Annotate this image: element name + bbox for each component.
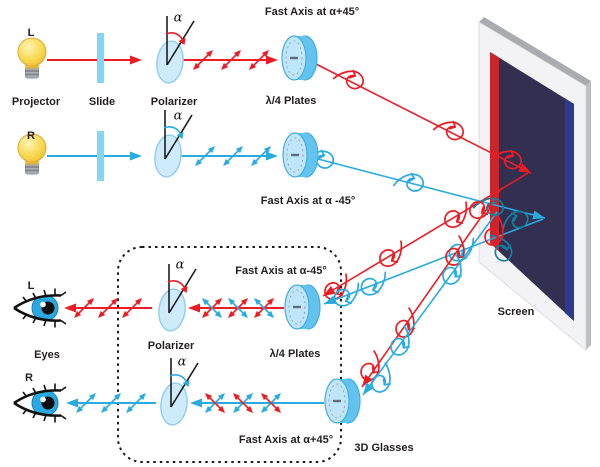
- quarter-wave-plate-left-icon: [280, 34, 319, 82]
- glasses-label: 3D Glasses: [354, 442, 414, 454]
- slide-right: [97, 131, 104, 181]
- reflected-blue-ray-lower: [359, 211, 498, 398]
- screen-label: Screen: [497, 306, 535, 318]
- polarizer-right-icon: [151, 109, 193, 180]
- ray-left-to-screen: [311, 61, 534, 177]
- projector-row-left: [17, 15, 319, 86]
- alpha-label-1: α: [173, 10, 183, 26]
- screen-blue-stripe: [565, 98, 574, 321]
- reflected-red-ray-upper: [320, 172, 529, 304]
- projector-label: Projector: [11, 96, 61, 108]
- glasses-polarizer-label: Polarizer: [147, 340, 195, 352]
- eye-left-label: L: [27, 280, 35, 292]
- screen-red-stripe: [490, 52, 499, 251]
- glasses-plate-right-icon: [323, 377, 362, 425]
- fast-axis-minus-label: Fast Axis at α -45°: [260, 195, 356, 207]
- eye-right-label: R: [25, 372, 33, 384]
- glasses-fast-axis-bottom-label: Fast Axis at α+45°: [238, 434, 334, 446]
- crossed-polarization-ticks-top: [201, 297, 275, 319]
- ray-right-to-screen: [302, 145, 547, 223]
- reflected-blue-ray-upper: [322, 218, 544, 310]
- polarizer-label: Polarizer: [150, 96, 198, 108]
- glasses-plate-left-icon: [283, 283, 322, 331]
- glasses-row-left: [14, 263, 322, 334]
- glasses-polarizer-left-icon: [155, 263, 197, 334]
- alpha-label-2: α: [173, 108, 183, 124]
- quarter-wave-plate-right-icon: [281, 131, 320, 179]
- polarizer-left-icon: [153, 15, 195, 86]
- slide-label: Slide: [88, 96, 116, 108]
- right-eye-icon: [14, 384, 66, 423]
- quarter-wave-plates-label: λ/4 Plates: [265, 95, 317, 107]
- eyes-label: Eyes: [34, 349, 60, 361]
- projector-left-bulb-icon: [17, 37, 47, 79]
- glasses-plates-label: λ/4 Plates: [269, 348, 321, 360]
- glasses-row-right: [14, 357, 362, 428]
- left-eye-icon: [14, 289, 66, 328]
- alpha-label-4: α: [177, 354, 187, 370]
- slide-left: [97, 33, 104, 83]
- circular-polarized-rays: [302, 61, 547, 398]
- screen: [478, 17, 591, 351]
- glasses-fast-axis-top-label: Fast Axis at α-45°: [235, 265, 327, 277]
- reflected-red-ray-lower: [356, 189, 501, 390]
- projector-right-label: R: [27, 130, 35, 142]
- projector-row-right: [17, 109, 320, 181]
- fast-axis-plus-label: Fast Axis at α+45°: [264, 6, 360, 18]
- projector-left-label: L: [27, 27, 35, 39]
- alpha-label-3: α: [175, 257, 185, 273]
